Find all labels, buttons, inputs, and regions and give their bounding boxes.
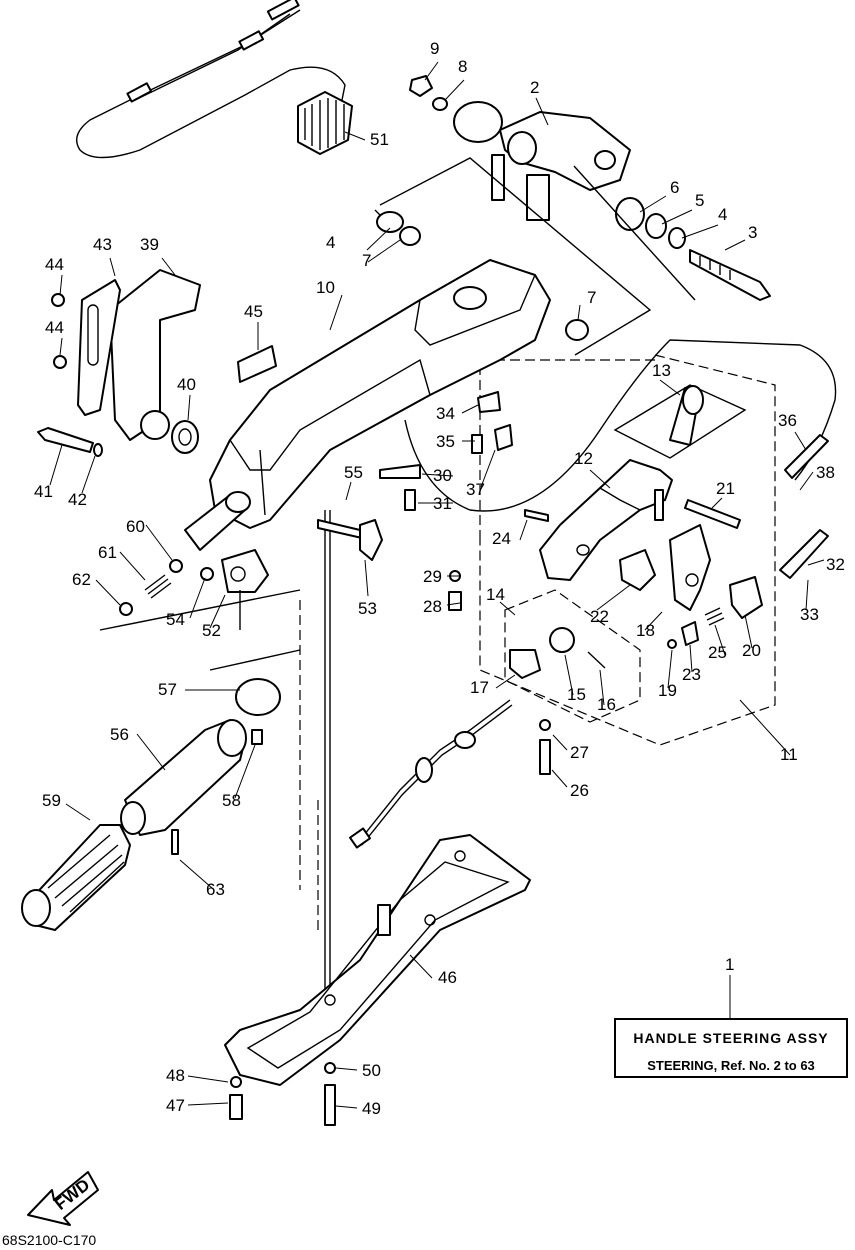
fwd-arrow-icon: FWD <box>27 1171 99 1226</box>
callout-4a: 4 <box>718 205 727 224</box>
callout-56: 56 <box>110 725 129 744</box>
callout-7b: 7 <box>587 288 596 307</box>
callout-7a: 7 <box>362 251 371 270</box>
callout-47: 47 <box>166 1096 185 1115</box>
callout-3: 3 <box>748 223 757 242</box>
callout-41: 41 <box>34 482 53 501</box>
callout-55: 55 <box>344 463 363 482</box>
callout-23: 23 <box>682 665 701 684</box>
callout-labels: 1 2 3 4 4 5 6 7 7 8 9 10 11 12 13 14 15 … <box>34 39 845 1118</box>
callout-26: 26 <box>570 781 589 800</box>
callout-21: 21 <box>716 479 735 498</box>
callout-40: 40 <box>177 375 196 394</box>
callout-43: 43 <box>93 235 112 254</box>
grip-59 <box>21 824 131 931</box>
callout-34: 34 <box>436 404 455 423</box>
callout-37: 37 <box>466 480 485 499</box>
callout-38: 38 <box>816 463 835 482</box>
leader-lines <box>49 61 825 1109</box>
callout-33: 33 <box>800 605 819 624</box>
throttle-shaft-56 <box>120 678 281 836</box>
callout-45: 45 <box>244 302 263 321</box>
callout-54: 54 <box>166 610 185 629</box>
cover-46 <box>224 834 531 1086</box>
callout-19: 19 <box>658 681 677 700</box>
callout-60: 60 <box>126 517 145 536</box>
callout-46: 46 <box>438 968 457 987</box>
callout-51: 51 <box>370 130 389 149</box>
callout-9: 9 <box>430 39 439 58</box>
callout-6: 6 <box>670 178 679 197</box>
bracket-2 <box>409 75 771 301</box>
caption-box: HANDLE STEERING ASSY STEERING, Ref. No. … <box>614 1018 848 1078</box>
bracket-39 <box>51 269 201 454</box>
callout-50: 50 <box>362 1061 381 1080</box>
callout-63: 63 <box>206 880 225 899</box>
callout-44a: 44 <box>45 255 64 274</box>
callout-17: 17 <box>470 678 489 697</box>
callout-27: 27 <box>570 743 589 762</box>
callout-16: 16 <box>597 695 616 714</box>
callout-28: 28 <box>423 597 442 616</box>
callout-61: 61 <box>98 543 117 562</box>
callout-44b: 44 <box>45 318 64 337</box>
callout-48: 48 <box>166 1066 185 1085</box>
callout-62: 62 <box>72 570 91 589</box>
caption-subtitle: STEERING, Ref. No. 2 to 63 <box>647 1058 815 1073</box>
callout-32: 32 <box>826 555 845 574</box>
callout-58: 58 <box>222 791 241 810</box>
callout-18: 18 <box>636 621 655 640</box>
callout-42: 42 <box>68 490 87 509</box>
callout-49: 49 <box>362 1099 381 1118</box>
callout-13: 13 <box>652 361 671 380</box>
callout-12: 12 <box>574 449 593 468</box>
callout-1: 1 <box>725 955 734 974</box>
callout-52: 52 <box>202 621 221 640</box>
callout-39: 39 <box>140 235 159 254</box>
callout-15: 15 <box>567 685 586 704</box>
callout-22: 22 <box>590 607 609 626</box>
throttle-cables <box>76 0 346 159</box>
callout-5: 5 <box>695 191 704 210</box>
bracket-12 <box>539 459 673 581</box>
callout-53: 53 <box>358 599 377 618</box>
callout-20: 20 <box>742 641 761 660</box>
figure-code: 68S2100-C170 <box>2 1232 97 1248</box>
callout-8: 8 <box>458 57 467 76</box>
callout-59: 59 <box>42 791 61 810</box>
callout-24: 24 <box>492 529 511 548</box>
callout-29: 29 <box>423 567 442 586</box>
callout-35: 35 <box>436 432 455 451</box>
caption-title: HANDLE STEERING ASSY <box>633 1030 829 1046</box>
callout-11: 11 <box>780 745 798 764</box>
callout-36: 36 <box>778 411 797 430</box>
callout-2: 2 <box>530 78 539 97</box>
callout-10: 10 <box>316 278 335 297</box>
handle-body-10 <box>209 259 551 529</box>
callout-4b: 4 <box>326 233 335 252</box>
connector-51 <box>297 91 353 155</box>
callout-57: 57 <box>158 680 177 699</box>
callout-14: 14 <box>486 585 505 604</box>
